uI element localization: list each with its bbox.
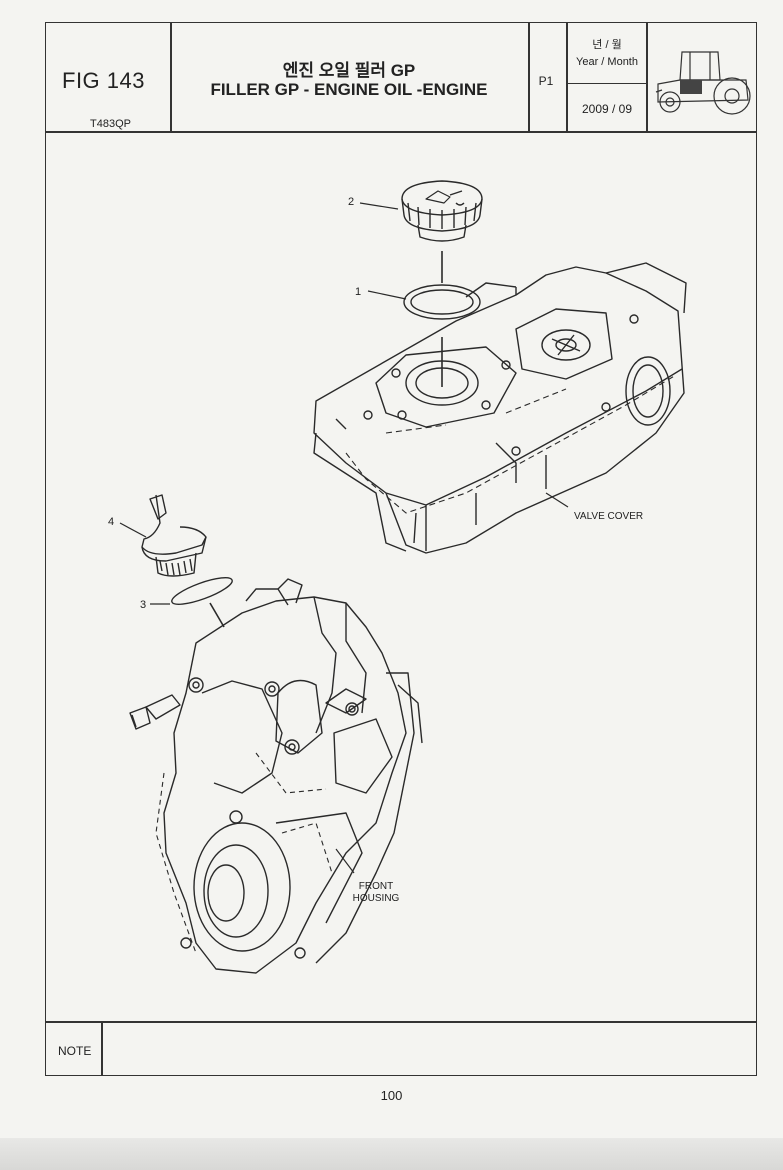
filler-plug [141, 494, 207, 577]
title-english: FILLER GP - ENGINE OIL -ENGINE [210, 80, 488, 99]
header-divider [566, 22, 568, 132]
header-divider [528, 22, 530, 132]
year-month-value: 2009 / 09 [581, 102, 633, 116]
page-number: 100 [380, 1088, 403, 1103]
o-ring [403, 284, 481, 320]
callout-number-3: 3 [140, 599, 146, 611]
callout-number-4: 4 [108, 516, 114, 528]
front-housing-hidden-lines [155, 752, 333, 954]
front-housing-leader [335, 848, 355, 874]
callout-number-2: 2 [348, 196, 354, 208]
page-frame [45, 22, 757, 1076]
header-divider [646, 22, 648, 132]
exploded-parts-diagram: 2 1 4 3 VALVE COVER FRONT HOUSING [108, 180, 687, 974]
title-korean: 엔진 오일 필러 GP [282, 61, 416, 80]
valve-cover-hidden-lines [345, 374, 677, 514]
note-divider [45, 1021, 757, 1023]
figure-number: FIG 143 [62, 68, 145, 93]
header-divider [566, 83, 646, 84]
front-housing-label-line2: HOUSING [353, 893, 400, 904]
year-month-label-korean: 년 / 월 [592, 39, 622, 51]
header-divider [170, 22, 172, 132]
note-label: NOTE [58, 1044, 92, 1058]
front-housing [129, 578, 423, 974]
callout-leader-1 [367, 290, 407, 300]
valve-cover [313, 262, 687, 554]
front-housing-label-line1: FRONT [359, 881, 393, 892]
header-divider [45, 131, 757, 133]
valve-cover-leader [545, 492, 569, 508]
note-divider [101, 1021, 103, 1076]
scan-edge-strip [0, 1138, 783, 1170]
callout-leader-2 [359, 202, 399, 210]
gasket [171, 577, 233, 605]
page-tag: P1 [538, 74, 554, 88]
oil-filler-cap [401, 180, 483, 242]
callout-leader-4 [119, 522, 147, 538]
callout-number-1: 1 [355, 286, 361, 298]
figure-code: T483QP [90, 118, 131, 130]
tractor-icon [655, 51, 751, 115]
valve-cover-label: VALVE COVER [574, 511, 643, 522]
year-month-label: Year / Month [576, 56, 638, 68]
